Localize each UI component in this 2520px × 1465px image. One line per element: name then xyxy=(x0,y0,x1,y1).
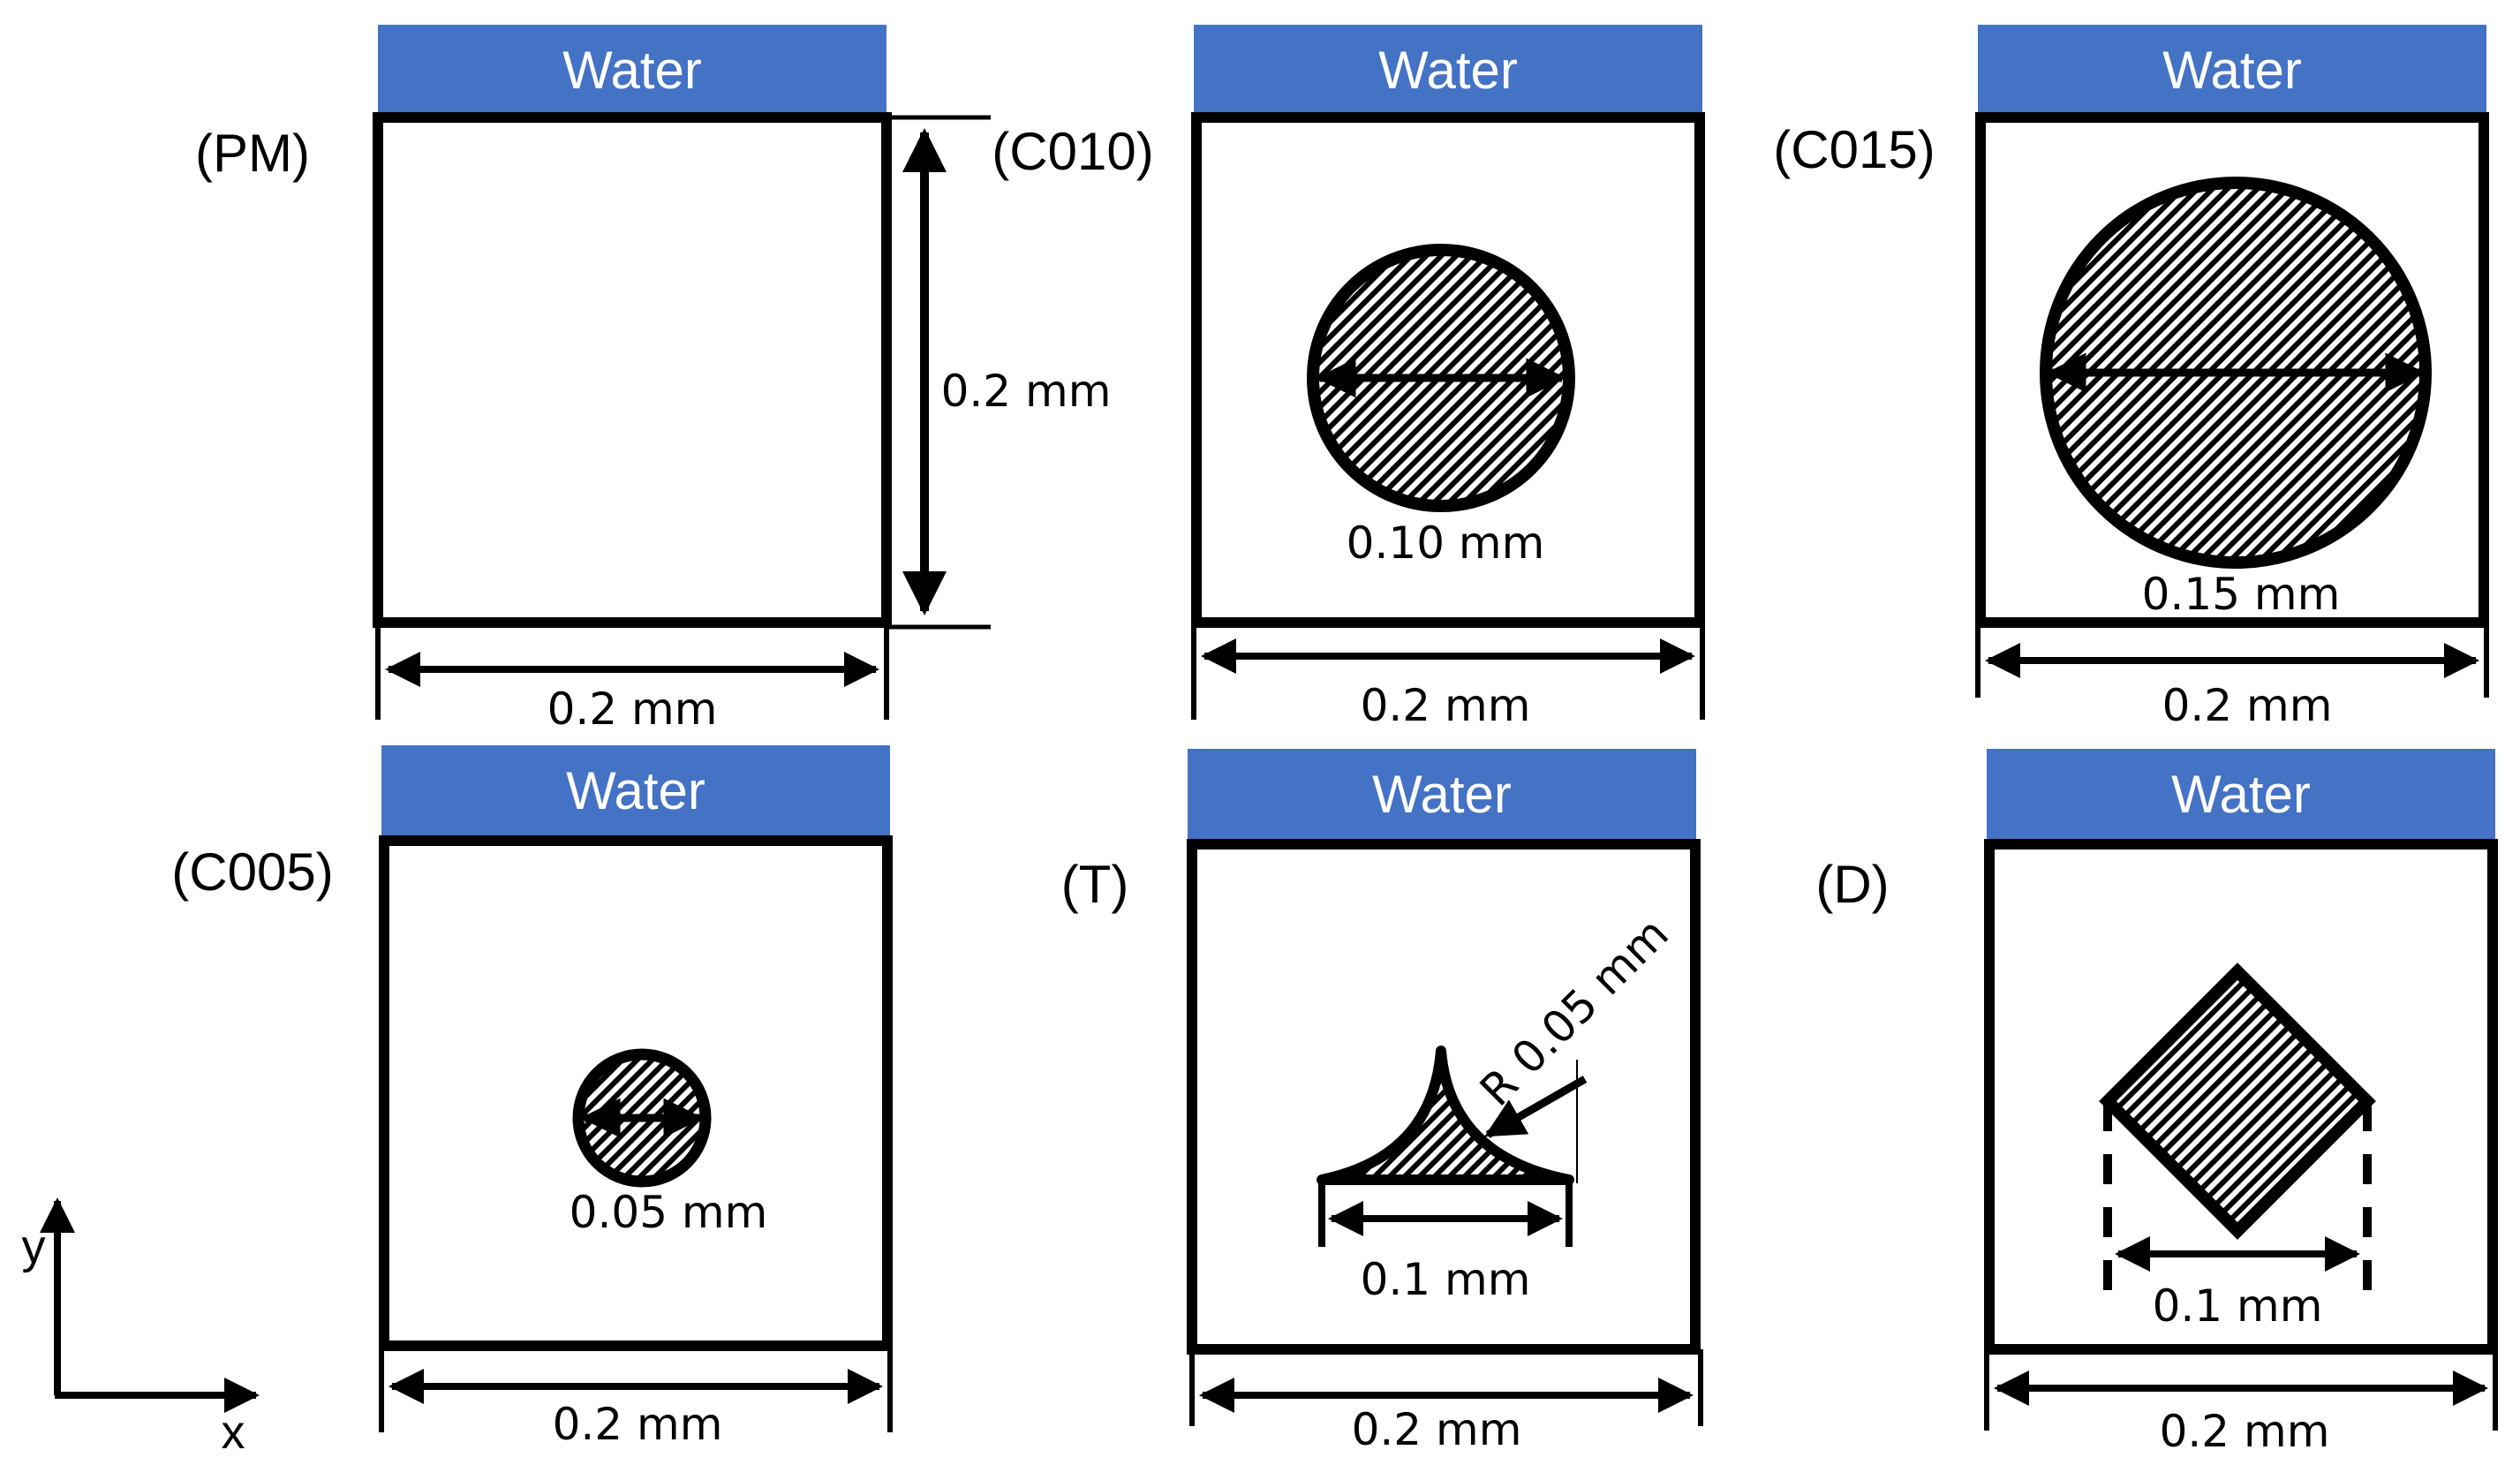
water-label: Water xyxy=(1372,765,1512,824)
water-band xyxy=(1978,25,2486,115)
domain-square xyxy=(379,835,893,1351)
width-dimension-label: 0.2 mm xyxy=(2162,680,2333,731)
height-dimension-label: 0.2 mm xyxy=(941,366,1112,417)
water-label: Water xyxy=(562,41,702,100)
width-dimension-label: 0.2 mm xyxy=(1361,680,1531,731)
water-band xyxy=(1987,749,2495,839)
panel-label: (PM) xyxy=(195,124,310,183)
panel-label: (D) xyxy=(1815,855,1889,914)
width-dimension-label: 0.2 mm xyxy=(547,683,718,735)
water-band xyxy=(1194,25,1702,115)
inclusion-dimension-label: 0.15 mm xyxy=(2142,569,2341,620)
domain-square xyxy=(1187,839,1701,1355)
domain-square xyxy=(1191,112,1705,628)
water-label: Water xyxy=(1378,41,1518,100)
domain-square xyxy=(1975,112,2489,628)
water-label: Water xyxy=(2162,41,2302,100)
panel-label: (C015) xyxy=(1773,120,1935,179)
width-dimension-label: 0.2 mm xyxy=(553,1399,723,1450)
panel-label: (C005) xyxy=(171,842,333,902)
inclusion-dimension-label: 0.10 mm xyxy=(1347,517,1545,569)
panel-c015: Water (C015) 0.15 mm 0.2 mm xyxy=(1773,25,2489,731)
water-band xyxy=(381,745,890,835)
panel-d: Water (D) 0.1 mm 0.2 mm xyxy=(1815,749,2498,1457)
panel-c010: Water (C010) 0.10 mm 0.2 mm xyxy=(992,25,1705,731)
domain-square xyxy=(373,112,892,628)
water-label: Water xyxy=(2171,765,2311,824)
domain-square xyxy=(1984,839,2498,1355)
panel-label: (T) xyxy=(1061,855,1129,914)
panel-pm: Water (PM) 0.2 mm 0.2 mm xyxy=(195,25,1111,735)
inclusion-dimension-label: 0.05 mm xyxy=(570,1187,768,1238)
width-dimension-label: 0.2 mm xyxy=(2160,1406,2330,1457)
radius-leader-arrow xyxy=(1484,1076,1588,1138)
y-axis-label: y xyxy=(22,1220,46,1273)
water-label: Water xyxy=(566,761,705,820)
coordinate-axes: y x xyxy=(22,1197,260,1459)
water-band xyxy=(378,25,887,115)
panel-c005: Water (C005) 0.05 mm 0.2 mm xyxy=(171,745,893,1450)
panel-label: (C010) xyxy=(992,122,1153,181)
panel-t: Water (T) R 0.05 mm 0.1 mm 0.2 mm xyxy=(1061,749,1703,1455)
inclusion-dimension-label: 0.1 mm xyxy=(1361,1254,1531,1305)
x-axis-label: x xyxy=(222,1406,245,1459)
cusp-triangle-inclusion xyxy=(1317,1046,1574,1185)
water-band xyxy=(1188,749,1696,839)
diamond-inclusion xyxy=(2099,963,2376,1240)
inclusion-dimension-label: 0.1 mm xyxy=(2153,1280,2323,1332)
width-dimension-label: 0.2 mm xyxy=(1352,1404,1522,1455)
